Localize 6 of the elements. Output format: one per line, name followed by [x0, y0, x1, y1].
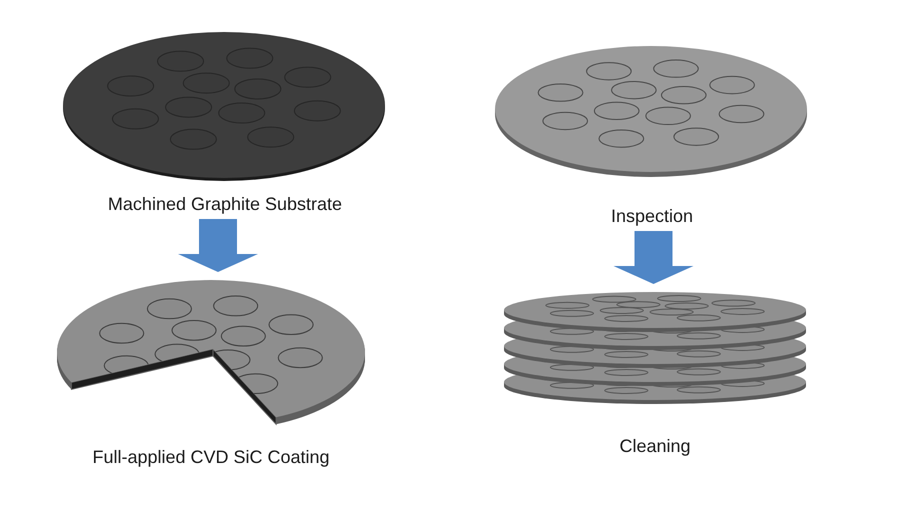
- arrow: [614, 231, 694, 284]
- step-caption: Inspection: [610, 205, 694, 227]
- step-caption: Machined Graphite Substrate: [108, 193, 342, 215]
- step-caption: Cleaning: [619, 435, 691, 457]
- arrow: [178, 219, 258, 272]
- step-caption: Full-applied CVD SiC Coating: [92, 446, 330, 468]
